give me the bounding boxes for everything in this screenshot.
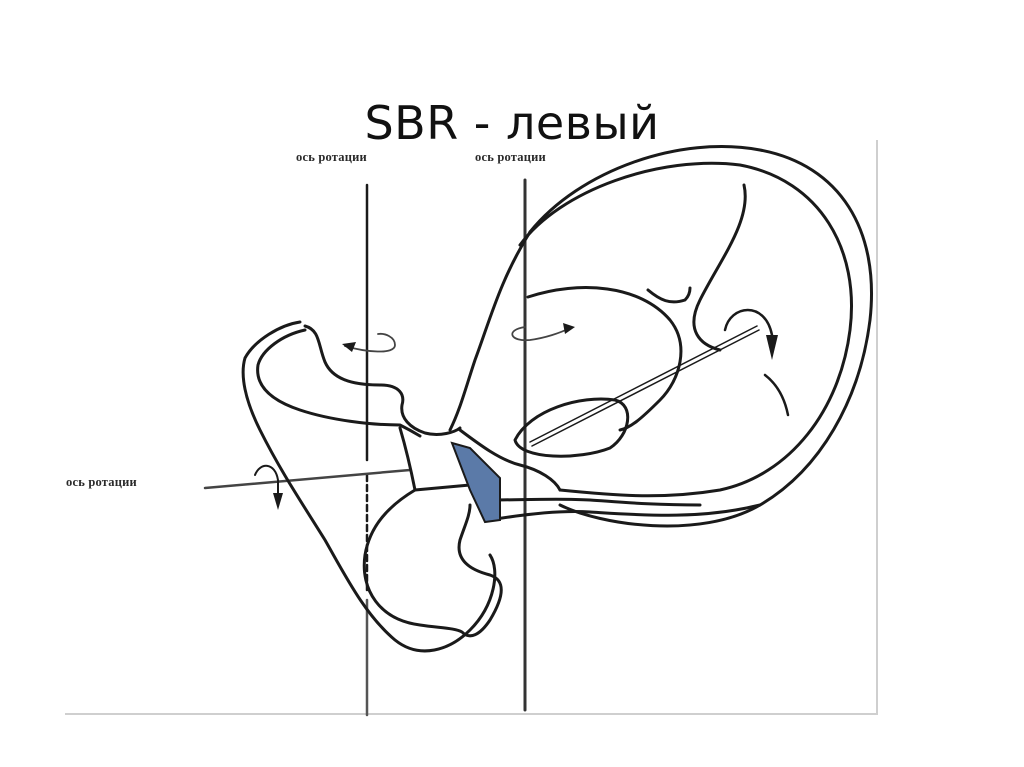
figure-frame: [65, 140, 878, 715]
rotation-arrow-head: [723, 308, 774, 337]
pelvis-upper-outer: [241, 320, 497, 653]
spoon-bowl: [513, 397, 630, 458]
face-curve: [692, 183, 747, 352]
spoon-handle-2: [531, 329, 760, 447]
ilium-crest: [303, 324, 462, 436]
upper-connector: [458, 428, 562, 492]
axis-label-left-top: ось ротации: [296, 150, 367, 164]
pelvis-upper-inner: [256, 328, 422, 438]
small-v-mark: [646, 286, 692, 304]
rotation-arrow-head-tip: [766, 335, 778, 360]
axis-label-middle-top: ось ротации: [475, 150, 546, 164]
lower-connector: [488, 497, 702, 507]
rotation-axis-side: [203, 468, 412, 490]
lower-pelvis-bone: [362, 488, 503, 638]
spoon-handle-1: [529, 325, 758, 443]
rotation-arrow-middle-axis: [511, 326, 571, 342]
lower-connector-2: [488, 503, 762, 522]
head-left-edge: [448, 230, 532, 432]
rotation-arrow-left-axis: [344, 332, 396, 353]
rotation-arrow-side-axis: [254, 464, 279, 496]
highlighted-segment: [450, 441, 501, 524]
head-inner-outline: [518, 161, 853, 498]
axis-label-left-side: ось ротации: [66, 475, 137, 489]
upper-inner-curve: [526, 286, 683, 432]
small-arc-right: [763, 373, 790, 417]
head-outer-outline: [528, 145, 873, 528]
